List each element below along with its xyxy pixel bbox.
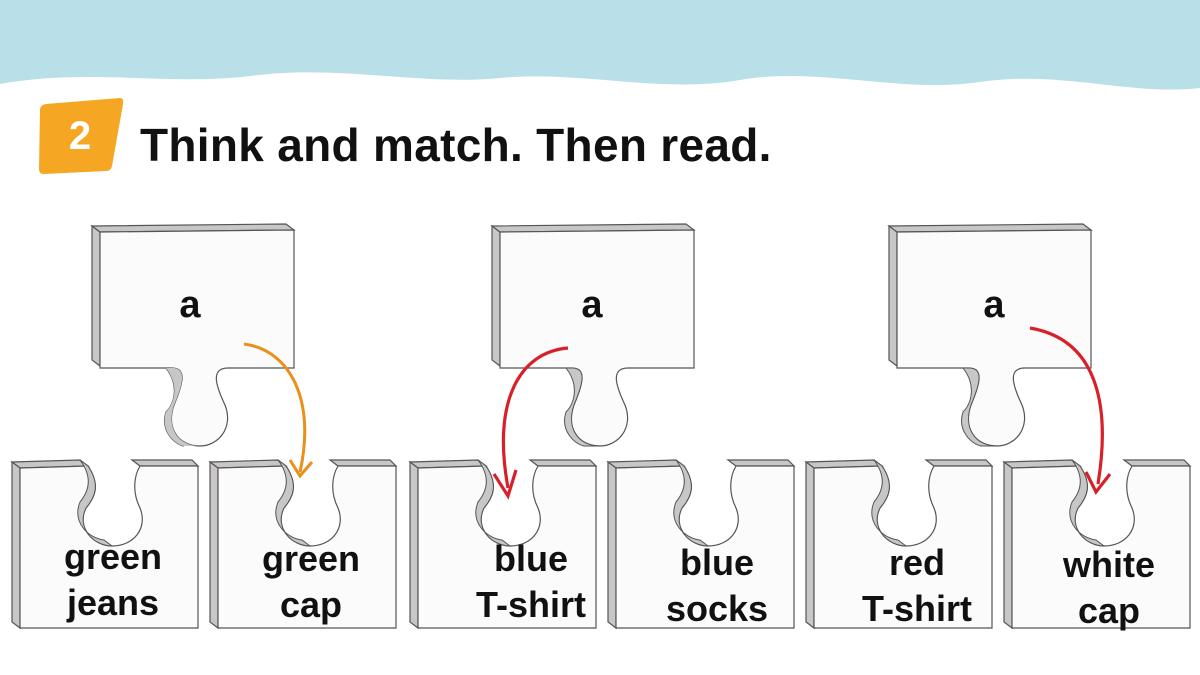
option-1a-line2: jeans [66,582,160,623]
option-2b-label: blue socks [632,540,802,632]
option-2b-line2: socks [665,588,769,629]
bottom-puzzle-piece-2a [408,459,598,630]
option-2a-label: blue T-shirt [446,536,616,628]
bottom-puzzle-piece-1b [208,459,398,630]
option-1b-line1: green [261,538,361,579]
top-puzzle-piece-2 [490,223,696,447]
option-3b-label: white cap [1024,542,1194,634]
bottom-puzzle-piece-3b [1002,459,1192,630]
option-1b-line2: cap [279,584,343,625]
top-puzzle-piece-3 [887,223,1093,447]
arrow-group-1 [243,342,314,479]
top-piece-1-label: a [179,284,201,326]
top-banner-wave [0,0,1200,90]
option-2b-line1: blue [679,542,754,583]
option-3b-line1: white [1062,544,1155,585]
arrow-group-2 [492,346,569,500]
exercise-number-badge [39,98,124,174]
bottom-puzzle-piece-3a [804,459,994,630]
option-1a-label: green jeans [28,534,198,626]
option-3a-label: red T-shirt [832,540,1002,632]
top-piece-3-label: a [983,284,1005,326]
option-2a-line1: blue [493,538,568,579]
option-1a-line1: green [63,536,163,577]
top-piece-2-label: a [581,284,603,326]
option-2a-line2: T-shirt [475,584,586,625]
option-3a-line2: T-shirt [861,588,972,629]
option-1b-label: green cap [226,536,396,628]
exercise-instruction: Think and match. Then read. [140,119,772,171]
exercise-number: 2 [68,113,92,158]
top-puzzle-piece-1 [90,223,296,447]
arrow-group-3 [1029,326,1112,495]
bottom-puzzle-piece-2b [606,459,796,630]
option-3b-line2: cap [1077,590,1141,631]
option-3a-line1: red [888,542,946,583]
bottom-puzzle-piece-1a [10,459,200,630]
